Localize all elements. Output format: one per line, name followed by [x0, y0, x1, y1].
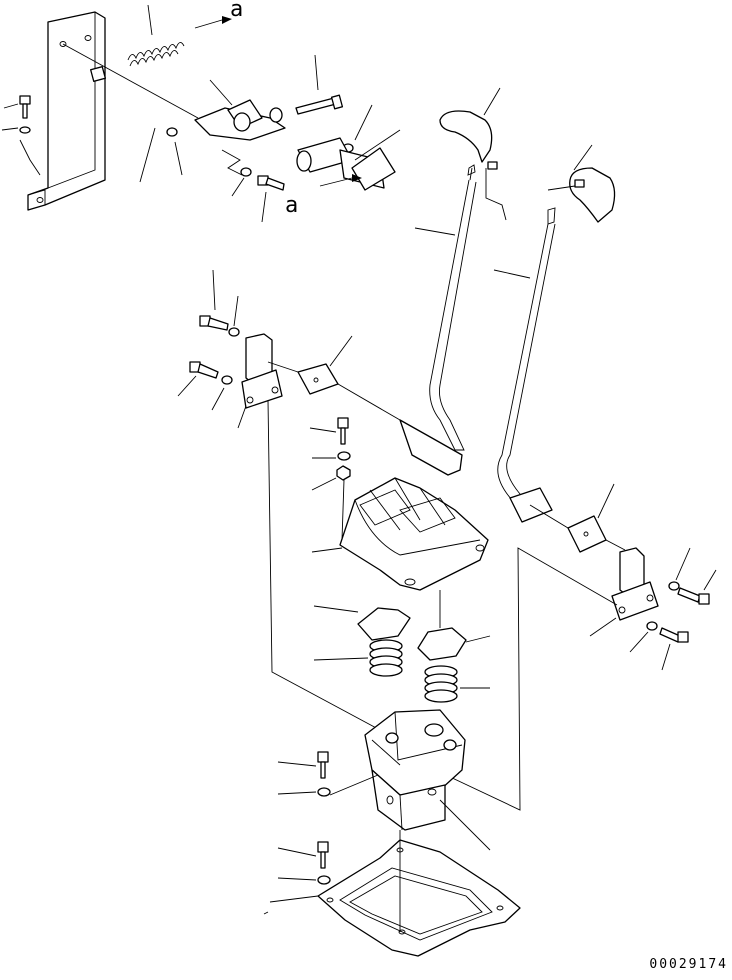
pivot-bracket-left [241, 333, 283, 409]
bolt-valve [277, 751, 379, 797]
bolt-right-upper [668, 547, 717, 605]
assembly-line-right [447, 547, 618, 811]
spring-right [424, 665, 490, 703]
pivot-bracket-right [589, 547, 659, 637]
bolt-right-lower [629, 621, 689, 671]
seal-pad-right [417, 590, 491, 661]
link-rod-upper [62, 43, 199, 119]
bolt-washer-left [1, 95, 41, 176]
guide-block-left [297, 335, 353, 395]
bolt-mid-upper [199, 269, 240, 337]
bolt-cover [309, 417, 351, 491]
ref-label-a-bottom: a [285, 193, 298, 218]
clevis-pin [295, 54, 344, 115]
link-rod-mid [267, 361, 401, 421]
base-plate [317, 830, 521, 957]
assembly-line-left [267, 399, 381, 731]
pilot-valve-body [364, 709, 491, 851]
stray-tick [263, 911, 269, 915]
bolt-mid-lower [177, 361, 247, 429]
washer-top-right [342, 104, 373, 153]
guide-block-right [567, 483, 615, 553]
lever-cover-boot [311, 477, 489, 591]
washer-bolt-center [231, 167, 285, 223]
drawing-number: 00029174 [649, 957, 728, 972]
return-spring [127, 4, 232, 67]
mounting-bracket-plate [27, 11, 106, 211]
seal-pad-left [313, 605, 411, 641]
sleeve-fork [296, 129, 401, 191]
link-rod-right [529, 504, 626, 551]
yoke-bracket [139, 79, 286, 183]
spring-left [313, 639, 403, 677]
ref-label-a-top: a [230, 0, 243, 22]
lever-pins [485, 161, 585, 221]
control-lever-left [399, 87, 501, 476]
bolt-base [269, 841, 331, 903]
control-lever-right [493, 144, 616, 523]
